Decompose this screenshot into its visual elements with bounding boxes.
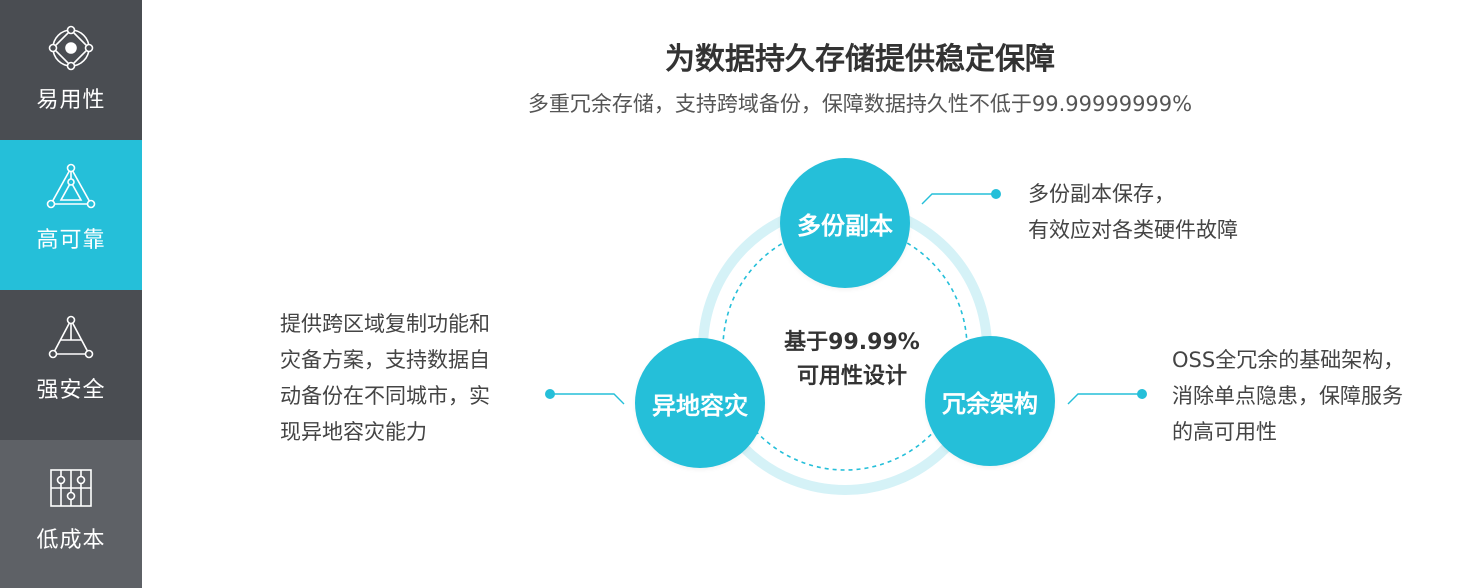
- desc-line: 的高可用性: [1172, 420, 1277, 444]
- desc-line: 提供跨区域复制功能和: [280, 312, 490, 336]
- desc-replicas: 多份副本保存， 有效应对各类硬件故障: [1028, 176, 1348, 248]
- feature-sidebar: 易用性 高可靠 强安全: [0, 0, 142, 588]
- desc-line: OSS全冗余的基础架构，: [1172, 348, 1405, 372]
- tab-label: 易用性: [36, 88, 106, 113]
- connector-right: [1067, 393, 1140, 405]
- node-geo-disaster-recovery: 异地容灾: [635, 338, 765, 468]
- triangle-nodes-icon: [46, 163, 96, 209]
- desc-line: 多份副本保存，: [1028, 182, 1175, 206]
- desc-geo-disaster-recovery: 提供跨区域复制功能和 灾备方案，支持数据自 动备份在不同城市，实 现异地容灾能力: [280, 306, 540, 450]
- page-title: 为数据持久存储提供稳定保障: [665, 42, 1055, 77]
- desc-line: 现异地容灾能力: [280, 420, 427, 444]
- center-line-2: 可用性设计: [796, 364, 907, 389]
- connector-top: [921, 193, 994, 205]
- connector-dot-right: [1137, 389, 1147, 399]
- tab-reliability[interactable]: 高可靠: [0, 140, 142, 290]
- tab-security[interactable]: 强安全: [0, 290, 142, 440]
- desc-line: 动备份在不同城市，实: [280, 384, 490, 408]
- tab-usability[interactable]: 易用性: [0, 0, 142, 140]
- node-replicas: 多份副本: [780, 158, 910, 288]
- tab-label: 高可靠: [36, 228, 106, 253]
- node-redundant-architecture: 冗余架构: [925, 336, 1055, 466]
- tab-label: 强安全: [36, 378, 106, 403]
- center-caption: 基于99.99% 可用性设计: [762, 326, 942, 394]
- desc-line: 消除单点隐患，保障服务: [1172, 384, 1403, 408]
- connector-left: [552, 393, 625, 405]
- triangle-shield-icon: [48, 315, 94, 359]
- desc-line: 灾备方案，支持数据自: [280, 348, 490, 372]
- tab-label: 低成本: [36, 528, 106, 553]
- connector-dot-left: [545, 389, 555, 399]
- desc-line: 有效应对各类硬件故障: [1028, 218, 1238, 242]
- target-diamond-icon: [48, 25, 94, 71]
- page-subtitle: 多重冗余存储，支持跨域备份，保障数据持久性不低于99.99999999%: [527, 92, 1193, 116]
- tab-low-cost[interactable]: 低成本: [0, 440, 142, 588]
- abacus-icon: [50, 469, 92, 507]
- connector-dot-top: [991, 189, 1001, 199]
- desc-redundant-architecture: OSS全冗余的基础架构， 消除单点隐患，保障服务 的高可用性: [1172, 342, 1462, 450]
- center-line-1: 基于99.99%: [784, 330, 920, 355]
